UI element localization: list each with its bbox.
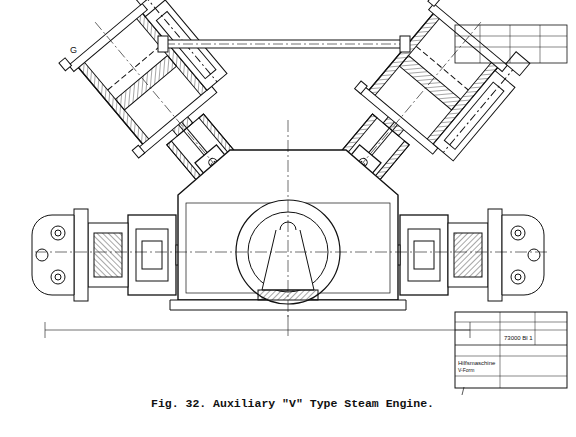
title-text: V-Form bbox=[458, 368, 474, 373]
figure-caption: Fig. 32. Auxiliary "V" Type Steam Engine… bbox=[151, 398, 434, 410]
title-text: Hilfsmaschine bbox=[458, 360, 495, 366]
drawing-number: 73000 Bl 1 bbox=[504, 335, 533, 341]
part-letter: G bbox=[70, 46, 77, 55]
